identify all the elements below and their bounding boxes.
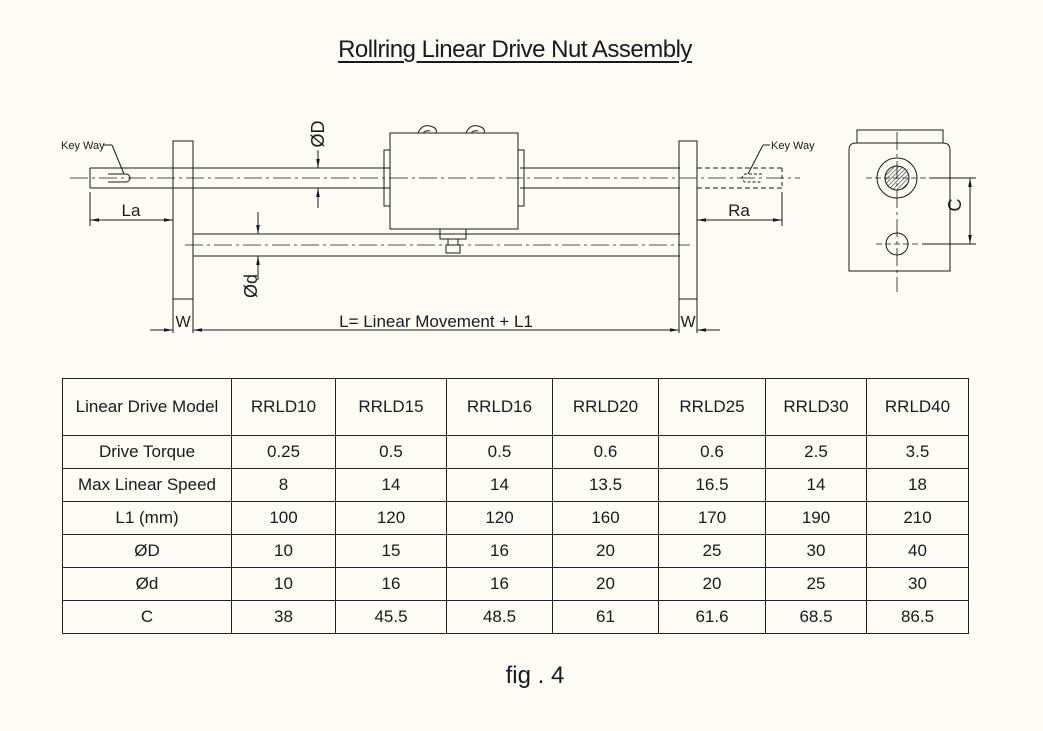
header-cell: RRLD25 <box>658 378 766 436</box>
table-cell: 14 <box>446 468 553 502</box>
figure-caption: fig . 4 <box>505 662 565 689</box>
table-cell: 16 <box>335 567 447 601</box>
La-label: La <box>122 201 141 220</box>
header-cell: RRLD40 <box>866 378 969 436</box>
table-cell: 3.5 <box>866 435 969 469</box>
C-label: C <box>945 199 965 212</box>
table-cell: 16.5 <box>658 468 766 502</box>
table-cell: 0.6 <box>658 435 766 469</box>
table-cell: 38 <box>231 600 336 634</box>
header-cell: RRLD15 <box>335 378 447 436</box>
table-cell: 0.6 <box>552 435 659 469</box>
Ra-label: Ra <box>728 201 750 220</box>
table-cell: 170 <box>658 501 766 535</box>
W-left-label: W <box>175 314 191 331</box>
table-cell: 61.6 <box>658 600 766 634</box>
table-row: ØD 10 15 16 20 25 30 40 <box>62 534 969 568</box>
spec-table: Linear Drive Model RRLD10 RRLD15 RRLD16 … <box>62 378 969 634</box>
table-cell: 68.5 <box>765 600 867 634</box>
table-cell: 45.5 <box>335 600 447 634</box>
dimension-W-L: W W L= Linear Movement + L1 <box>150 299 720 333</box>
table-cell: 20 <box>552 567 659 601</box>
table-cell: 48.5 <box>446 600 553 634</box>
table-cell: 100 <box>231 501 336 535</box>
row-label: Ød <box>62 567 232 601</box>
header-cell: RRLD30 <box>765 378 867 436</box>
table-cell: 30 <box>866 567 969 601</box>
table-row: Max Linear Speed 8 14 14 13.5 16.5 14 18 <box>62 468 969 502</box>
W-right-label: W <box>680 314 696 331</box>
header-cell: Linear Drive Model <box>62 378 232 436</box>
header-cell: RRLD16 <box>446 378 553 436</box>
dia-d-label: Ød <box>241 274 261 298</box>
table-cell: 210 <box>866 501 969 535</box>
table-row: L1 (mm) 100 120 120 160 170 190 210 <box>62 501 969 535</box>
table-row: Drive Torque 0.25 0.5 0.5 0.6 0.6 2.5 3.… <box>62 435 969 469</box>
table-cell: 120 <box>446 501 553 535</box>
table-cell: 40 <box>866 534 969 568</box>
dia-D-label: ØD <box>308 120 328 147</box>
keyway-left-label: Key Way <box>61 140 105 152</box>
table-cell: 18 <box>866 468 969 502</box>
table-cell: 2.5 <box>765 435 867 469</box>
table-cell: 86.5 <box>866 600 969 634</box>
table-cell: 10 <box>231 567 336 601</box>
row-label: Max Linear Speed <box>62 468 232 502</box>
keyway-right <box>741 173 762 183</box>
row-label: C <box>62 600 232 634</box>
table-cell: 16 <box>446 534 553 568</box>
table-cell: 14 <box>335 468 447 502</box>
row-label: L1 (mm) <box>62 501 232 535</box>
keyway-right-callout: Key Way <box>747 140 815 175</box>
table-cell: 10 <box>231 534 336 568</box>
table-cell: 120 <box>335 501 447 535</box>
technical-drawing: ØD Ød La Ra Key Way Key Way W W <box>61 120 976 333</box>
keyway-left <box>108 173 131 183</box>
table-cell: 25 <box>765 567 867 601</box>
side-view: C <box>848 129 976 292</box>
table-cell: 16 <box>446 567 553 601</box>
table-cell: 8 <box>231 468 336 502</box>
table-cell: 20 <box>552 534 659 568</box>
end-plate-left <box>172 140 194 300</box>
page-title: Rollring Linear Drive Nut Assembly <box>338 36 692 63</box>
header-cell: RRLD20 <box>552 378 659 436</box>
end-plate-right <box>678 140 698 300</box>
table-cell: 0.25 <box>231 435 336 469</box>
table-cell: 160 <box>552 501 659 535</box>
table-cell: 15 <box>335 534 447 568</box>
table-row: Ød 10 16 16 20 20 25 30 <box>62 567 969 601</box>
keyway-right-label: Key Way <box>771 140 815 152</box>
table-cell: 13.5 <box>552 468 659 502</box>
table-cell: 14 <box>765 468 867 502</box>
header-cell: RRLD10 <box>231 378 336 436</box>
L-label: L= Linear Movement + L1 <box>339 312 533 331</box>
row-label: ØD <box>62 534 232 568</box>
dimension-La: La <box>89 192 173 226</box>
guide-shaft <box>185 233 690 257</box>
table-cell: 25 <box>658 534 766 568</box>
keyway-left-callout: Key Way <box>61 140 125 175</box>
table-cell: 20 <box>658 567 766 601</box>
table-cell: 190 <box>765 501 867 535</box>
dimension-D: ØD <box>308 120 328 208</box>
table-cell: 61 <box>552 600 659 634</box>
row-label: Drive Torque <box>62 435 232 469</box>
dimension-Ra: Ra <box>697 192 783 226</box>
dimension-d: Ød <box>241 212 261 298</box>
table-row: C 38 45.5 48.5 61 61.6 68.5 86.5 <box>62 600 969 634</box>
table-header-row: Linear Drive Model RRLD10 RRLD15 RRLD16 … <box>62 378 969 436</box>
table-cell: 0.5 <box>446 435 553 469</box>
table-cell: 30 <box>765 534 867 568</box>
nut-housing <box>383 125 525 254</box>
table-cell: 0.5 <box>335 435 447 469</box>
